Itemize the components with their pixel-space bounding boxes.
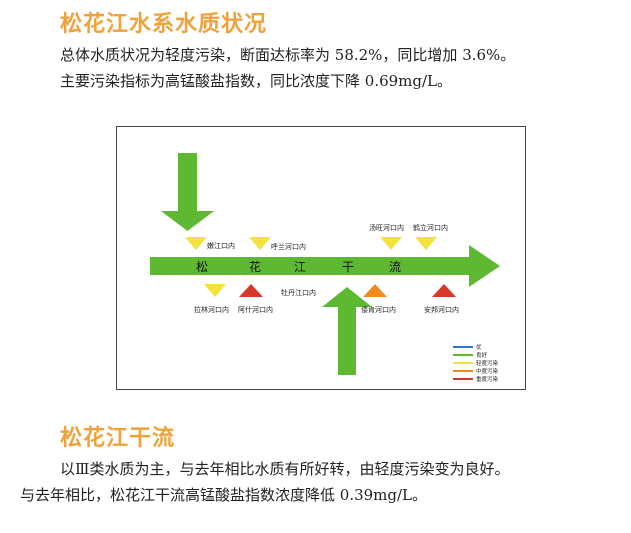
summary-line-1: 总体水质状况为轻度污染，断面达标率为 58.2%，同比增加 3.6%。 xyxy=(60,46,516,64)
legend-label: 中度污染 xyxy=(476,367,499,375)
station-label-lalin: 拉林河口内 xyxy=(194,305,229,314)
river-char: 花 xyxy=(249,259,261,274)
station-marker-ashi xyxy=(239,284,263,297)
summary-paragraph: 总体水质状况为轻度污染，断面达标率为 58.2%，同比增加 3.6%。 主要污染… xyxy=(60,42,515,94)
station-marker-heli xyxy=(415,237,437,250)
river-char: 江 xyxy=(294,260,306,274)
station-label-nenjiang: 嫩江口内 xyxy=(207,241,235,250)
section-title-main-stream: 松花江干流 xyxy=(60,425,176,451)
tributary-arrow-top xyxy=(161,153,214,231)
main-stream-paragraph: 以Ⅲ类水质为主，与去年相比水质有所好转，由轻度污染变为良好。 与去年相比，松花江… xyxy=(20,456,509,508)
main-river-arrow xyxy=(150,245,500,287)
main-stream-line-1: 以Ⅲ类水质为主，与去年相比水质有所好转，由轻度污染变为良好。 xyxy=(60,460,510,478)
station-marker-nenjiang xyxy=(185,237,207,250)
summary-line-2: 主要污染指标为高锰酸盐指数，同比浓度下降 0.69mg/L。 xyxy=(60,72,453,90)
section-title-river-system: 松花江水系水质状况 xyxy=(60,11,268,37)
station-marker-hulan xyxy=(249,237,271,250)
station-label-heli: 鹤立河口内 xyxy=(413,223,448,232)
station-label-ashi: 阿什河口内 xyxy=(238,305,273,314)
station-label-mudan: 牡丹江口内 xyxy=(281,288,316,297)
legend-label: 良好 xyxy=(476,351,488,359)
station-marker-lalin xyxy=(204,284,226,297)
river-char: 松 xyxy=(196,260,208,274)
water-quality-diagram: 松 花 江 干 流 嫩江口内 呼兰河口内 汤旺河口内 鹤立河口内 拉林河口内 阿… xyxy=(116,126,526,390)
station-marker-tangwang xyxy=(380,237,402,250)
legend-label: 轻度污染 xyxy=(476,359,499,367)
legend-label: 重度污染 xyxy=(476,375,499,383)
tributary-arrow-bottom xyxy=(322,287,372,375)
station-label-hulan: 呼兰河口内 xyxy=(271,242,306,251)
diagram-svg: 松 花 江 干 流 嫩江口内 呼兰河口内 汤旺河口内 鹤立河口内 拉林河口内 阿… xyxy=(150,153,500,383)
station-label-anbang: 安邦河口内 xyxy=(424,305,459,314)
station-marker-anbang xyxy=(432,284,456,297)
river-char: 流 xyxy=(389,260,401,274)
station-marker-woken xyxy=(363,284,387,297)
river-char: 干 xyxy=(342,260,354,274)
main-stream-line-2: 与去年相比，松花江干流高锰酸盐指数浓度降低 0.39mg/L。 xyxy=(20,486,428,504)
station-label-woken: 倭肯河口内 xyxy=(361,305,396,314)
legend: 优 良好 轻度污染 中度污染 重度污染 xyxy=(453,343,499,383)
legend-label: 优 xyxy=(476,343,482,351)
station-label-tangwang: 汤旺河口内 xyxy=(369,223,404,232)
